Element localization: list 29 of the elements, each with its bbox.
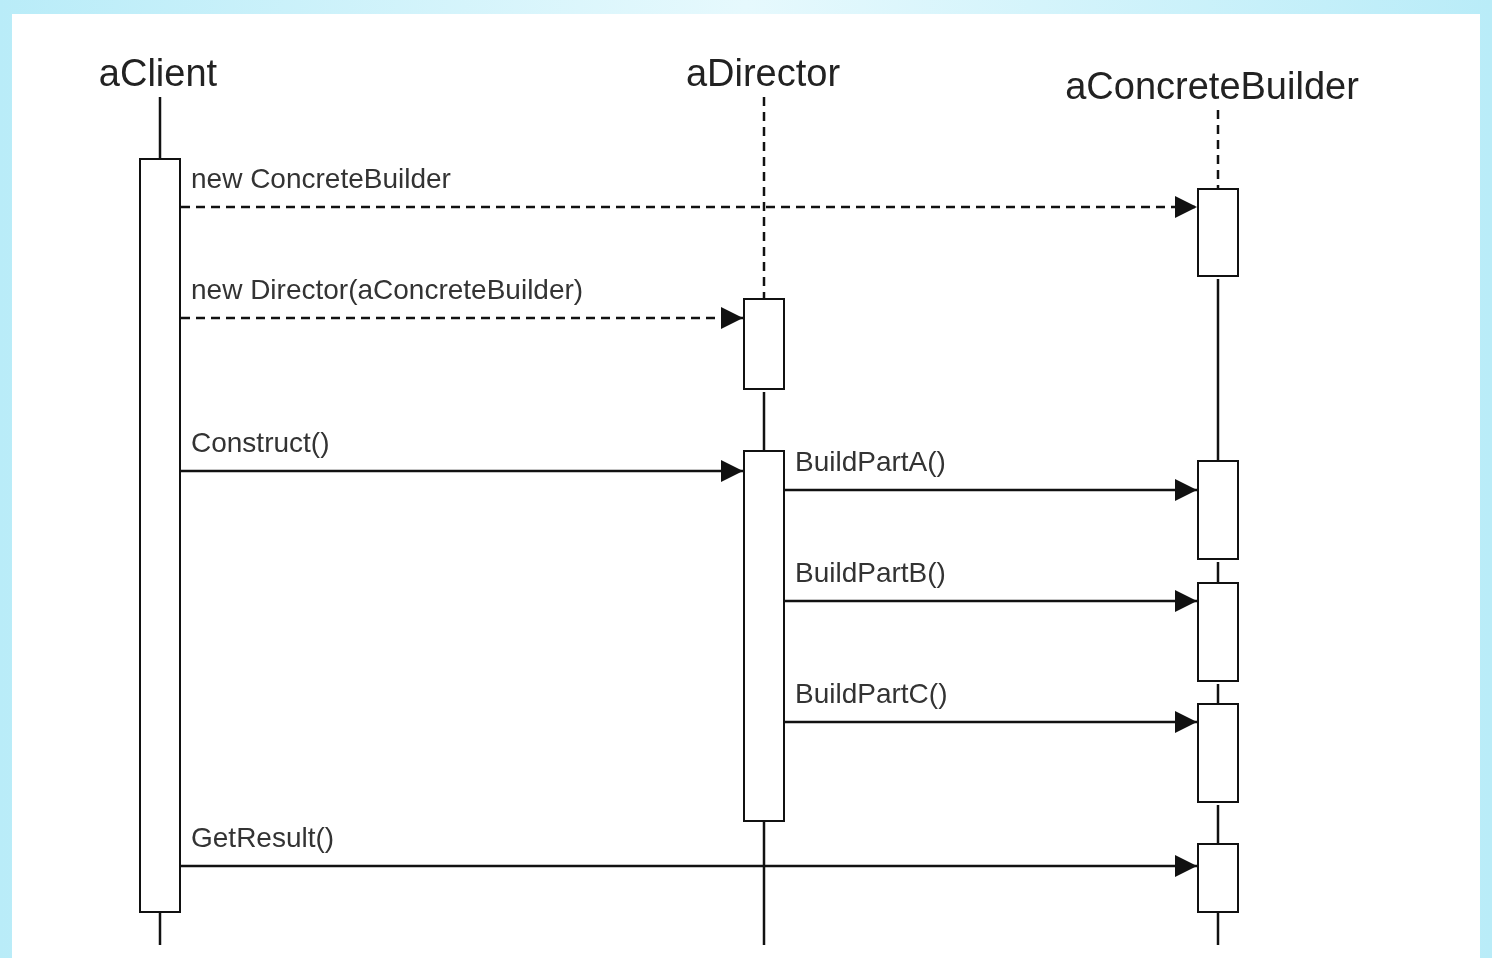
activation-bar [1197,843,1239,913]
lifeline [1216,684,1220,703]
message-arrow [785,590,1197,612]
message-arrow [181,196,1197,218]
activation-bar [1197,582,1239,682]
lifeline-title: aClient [98,52,218,95]
lifeline-title: aDirector [685,52,841,95]
lifeline [762,97,766,298]
message-arrow [181,307,743,329]
lifeline [762,392,766,450]
lifeline [762,822,766,945]
message-arrow [181,855,1197,877]
lifeline [158,97,162,158]
activation-bar [1197,188,1239,277]
lifeline [1216,805,1220,843]
message-arrow [785,479,1197,501]
lifeline [158,913,162,945]
message-arrow [785,711,1197,733]
lifeline [1216,279,1220,460]
lifeline [1216,562,1220,582]
lifeline-title: aConcreteBuilder [1065,65,1359,108]
lifeline [1216,110,1220,188]
activation-bar [1197,703,1239,803]
message-arrow [181,460,743,482]
activation-bar [1197,460,1239,560]
activation-bar [139,158,181,913]
lifeline [1216,913,1220,945]
activation-bar [743,298,785,390]
activation-bar [743,450,785,822]
